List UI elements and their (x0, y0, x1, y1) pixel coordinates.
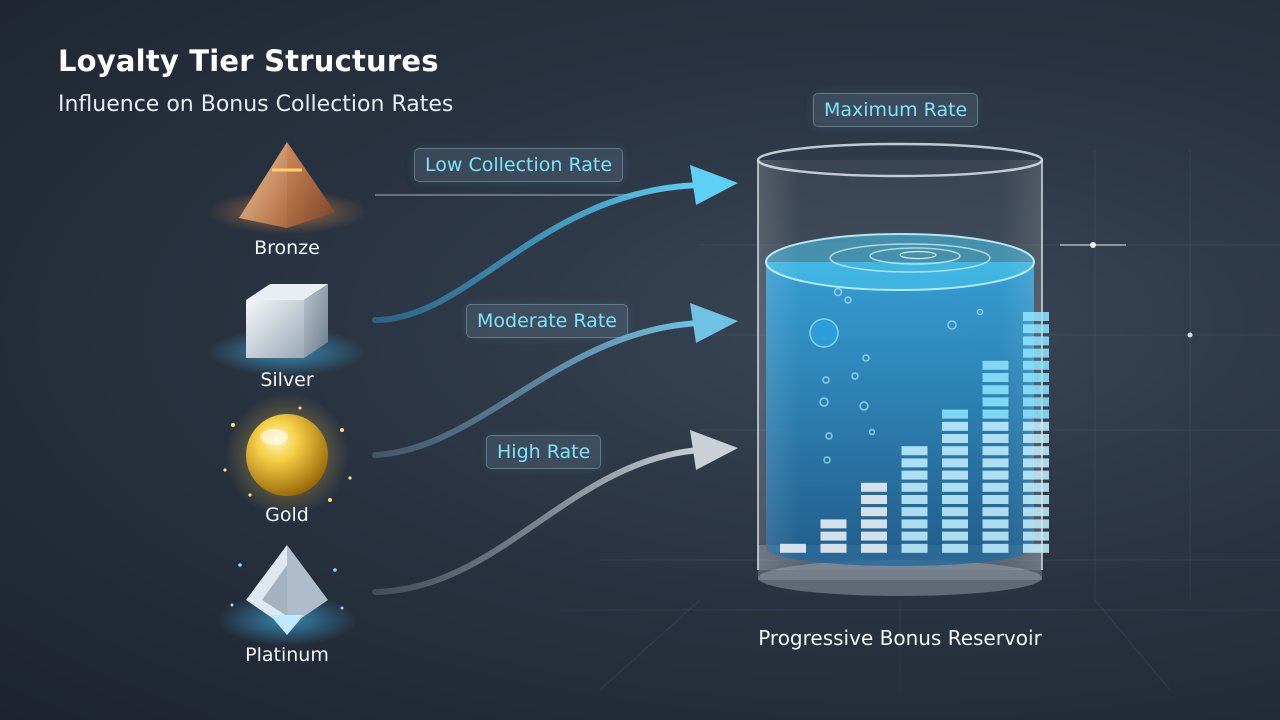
reservoir-bar (861, 482, 887, 553)
reservoir-bar (942, 409, 968, 553)
reservoir-label: Progressive Bonus Reservoir (758, 626, 1042, 650)
sphere-icon (223, 393, 352, 517)
arrow-high (372, 430, 738, 595)
crystal-icon (217, 545, 357, 646)
rate-label-high: High Rate (486, 435, 602, 469)
tier-label-silver: Silver (260, 369, 314, 391)
page-subtitle: Influence on Bonus Collection Rates (58, 92, 454, 117)
tier-label-platinum: Platinum (245, 644, 329, 666)
reservoir-bar (820, 519, 847, 553)
reservoir-bars (780, 312, 1049, 553)
page-title: Loyalty Tier Structures (58, 44, 439, 78)
arrow-moderate (372, 303, 738, 458)
reservoir-bar (1023, 312, 1049, 553)
arrow-low (372, 165, 738, 323)
tier-label-bronze: Bronze (254, 237, 320, 259)
rate-label-maximum: Maximum Rate (813, 93, 979, 127)
reservoir-bar (780, 543, 806, 553)
reservoir-bar (901, 446, 928, 553)
reservoir-bar (982, 360, 1009, 553)
rate-label-low: Low Collection Rate (414, 148, 624, 182)
rate-label-moderate: Moderate Rate (466, 304, 628, 338)
sparkle-star (1060, 242, 1193, 338)
cube-icon (207, 284, 367, 376)
pyramid-icon (207, 142, 367, 234)
tier-label-gold: Gold (265, 504, 309, 526)
